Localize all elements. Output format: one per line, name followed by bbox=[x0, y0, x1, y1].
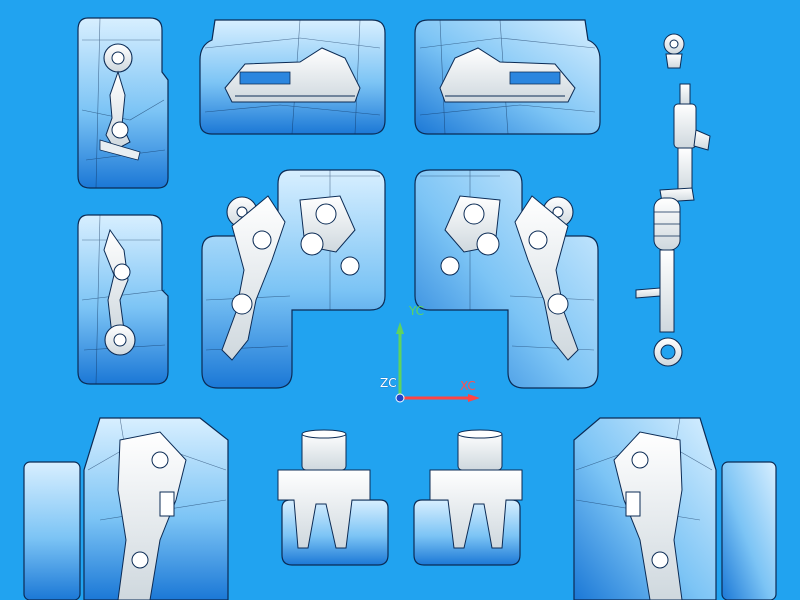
linkage-component bbox=[99, 43, 141, 161]
linkage-component bbox=[103, 228, 136, 356]
mold-block-center-left[interactable] bbox=[201, 169, 386, 389]
mold-block-bottom-right[interactable] bbox=[573, 417, 777, 600]
socket-component bbox=[277, 429, 371, 549]
rod-part[interactable] bbox=[635, 83, 711, 367]
mold-block-left-top[interactable] bbox=[77, 17, 169, 189]
small-gear-part[interactable] bbox=[663, 33, 685, 69]
bracket-component bbox=[613, 431, 683, 600]
bracket-component bbox=[117, 431, 187, 600]
coordinate-triad bbox=[395, 322, 480, 403]
z-axis-marker bbox=[395, 393, 405, 403]
slider-component bbox=[439, 47, 576, 103]
mold-block-bottom-center-left[interactable] bbox=[277, 429, 389, 566]
x-axis-label: XC bbox=[460, 379, 476, 393]
mold-block-left-mid[interactable] bbox=[77, 214, 169, 385]
socket-component bbox=[429, 429, 523, 549]
mold-block-center-right[interactable] bbox=[414, 169, 599, 389]
mold-block-bottom-left[interactable] bbox=[23, 417, 229, 600]
hinge-mechanism bbox=[440, 195, 579, 361]
y-axis-label: YC bbox=[409, 304, 425, 318]
mold-block-top-right[interactable] bbox=[414, 19, 601, 135]
mold-block-top-left[interactable] bbox=[199, 19, 386, 135]
slider-component bbox=[224, 47, 361, 103]
hinge-mechanism bbox=[221, 195, 360, 361]
z-axis-label: ZC bbox=[380, 376, 397, 390]
mold-block-bottom-center-right[interactable] bbox=[413, 429, 523, 566]
